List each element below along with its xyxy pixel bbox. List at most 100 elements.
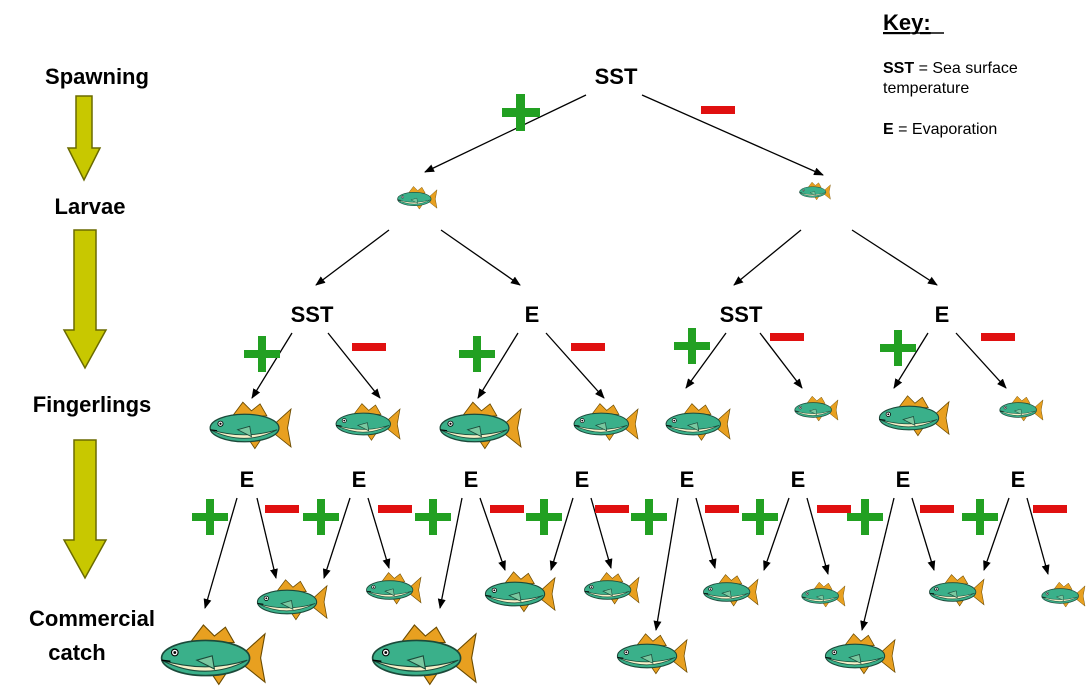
- l2-arrow-4: [545, 332, 605, 399]
- larvae-arrow-4: [851, 229, 938, 286]
- stage-label-fingerlings: Fingerlings: [33, 392, 152, 417]
- fish-catch-9: [801, 581, 846, 608]
- fish-fingerling-8: [999, 395, 1044, 422]
- l3-arrow-7b: [911, 497, 936, 571]
- key-e-abbr: E: [883, 121, 894, 138]
- stage-label-commercial: Commercial: [29, 606, 155, 631]
- key-e-line: E = Evaporation: [883, 121, 997, 138]
- plus-sign-l3-2: [303, 499, 339, 535]
- fish-larvae-right: [799, 181, 831, 201]
- fish-catch-8: [703, 574, 759, 607]
- fish-fingerling-4: [573, 403, 639, 441]
- minus-sign-l3-4: [595, 505, 629, 513]
- fish-catch-5: [484, 571, 556, 613]
- l2-arrow-6: [759, 332, 803, 389]
- fish-catch-6: [584, 572, 640, 605]
- fish-catch-4: [371, 624, 477, 686]
- l2-arrow-2: [327, 332, 381, 399]
- minus-sign-l2-3: [770, 333, 804, 341]
- fish-catch-11: [929, 574, 985, 607]
- fish-catch-1: [160, 624, 266, 686]
- minus-sign-l3-1: [265, 505, 299, 513]
- fish-fingerling-3: [439, 401, 522, 450]
- stage-arrow-3: [62, 439, 108, 580]
- node-l3-7: E: [896, 467, 911, 492]
- node-l3-8: E: [1011, 467, 1026, 492]
- fish-fingerling-7: [878, 395, 950, 437]
- stage-arrow-1: [66, 95, 102, 182]
- l3-arrow-5a: [653, 497, 679, 631]
- minus-sign-l3-8: [1033, 505, 1067, 513]
- minus-sign-l3-3: [490, 505, 524, 513]
- key-e-def: = Evaporation: [894, 121, 998, 138]
- fish-fingerling-6: [794, 395, 839, 422]
- fish-catch-10: [824, 633, 896, 675]
- plus-sign-l3-8: [962, 499, 998, 535]
- plus-sign-l2-2: [459, 336, 495, 372]
- plus-sign-l3-5: [631, 499, 667, 535]
- node-l2-4: E: [935, 302, 950, 327]
- l2-arrow-3: [477, 332, 519, 399]
- l3-arrow-5b: [695, 497, 717, 569]
- l3-arrow-6b: [806, 497, 830, 575]
- minus-sign-l3-6: [817, 505, 851, 513]
- fish-fingerling-1: [209, 401, 292, 450]
- key-sst-def: = Sea surface: [914, 60, 1018, 77]
- l3-arrow-3b: [479, 497, 506, 571]
- node-l2-2: E: [525, 302, 540, 327]
- minus-sign-l2-1: [352, 343, 386, 351]
- stage-arrow-2: [62, 229, 108, 370]
- l3-arrow-1b: [256, 497, 278, 579]
- root-arrow-right: [641, 94, 824, 176]
- l3-arrow-8b: [1026, 497, 1050, 575]
- plus-sign-l2-3: [674, 328, 710, 364]
- plus-sign-l2-1: [244, 336, 280, 372]
- node-l2-3: SST: [720, 302, 763, 327]
- stage-label-catch: catch: [48, 640, 105, 665]
- minus-sign-l3-7: [920, 505, 954, 513]
- fish-larvae-left: [397, 186, 438, 210]
- root-arrow-left: [424, 94, 587, 173]
- stage-label-larvae: Larvae: [55, 194, 126, 219]
- minus-sign-l2-4: [981, 333, 1015, 341]
- l3-arrow-1a: [203, 497, 238, 609]
- plus-sign-l3-7: [847, 499, 883, 535]
- key-title: Key:: [883, 10, 931, 35]
- l3-arrow-4b: [590, 497, 613, 569]
- plus-sign-l3-4: [526, 499, 562, 535]
- fish-fingerling-5: [665, 403, 731, 441]
- node-l3-6: E: [791, 467, 806, 492]
- larvae-arrow-1: [315, 229, 390, 286]
- plus-sign-root: [502, 94, 540, 131]
- fish-catch-12: [1041, 581, 1086, 608]
- plus-sign-l3-6: [742, 499, 778, 535]
- fish-catch-2: [256, 579, 328, 621]
- l3-arrow-3a: [437, 497, 463, 609]
- plus-sign-l3-1: [192, 499, 228, 535]
- l2-arrow-7: [893, 332, 929, 389]
- larvae-arrow-2: [440, 229, 521, 286]
- stage-label-spawning: Spawning: [45, 64, 149, 89]
- node-l3-1: E: [240, 467, 255, 492]
- larvae-arrow-3: [733, 229, 802, 286]
- l3-arrow-7a: [860, 497, 895, 631]
- node-l2-1: SST: [291, 302, 334, 327]
- node-l3-3: E: [464, 467, 479, 492]
- node-l3-5: E: [680, 467, 695, 492]
- fish-catch-7: [616, 633, 688, 675]
- node-l3-2: E: [352, 467, 367, 492]
- l3-arrow-4a: [549, 497, 574, 571]
- l2-arrow-8: [955, 332, 1007, 389]
- minus-sign-l3-5: [705, 505, 739, 513]
- node-l3-4: E: [575, 467, 590, 492]
- l3-arrow-2a: [322, 497, 351, 579]
- minus-sign-l2-2: [571, 343, 605, 351]
- fish-fingerling-2: [335, 403, 401, 441]
- plus-sign-l3-3: [415, 499, 451, 535]
- l2-arrow-1: [251, 332, 293, 399]
- plus-sign-l2-4: [880, 330, 916, 366]
- key-sst-def-line2: temperature: [883, 80, 969, 97]
- l3-arrow-6a: [763, 497, 790, 571]
- minus-sign-l3-2: [378, 505, 412, 513]
